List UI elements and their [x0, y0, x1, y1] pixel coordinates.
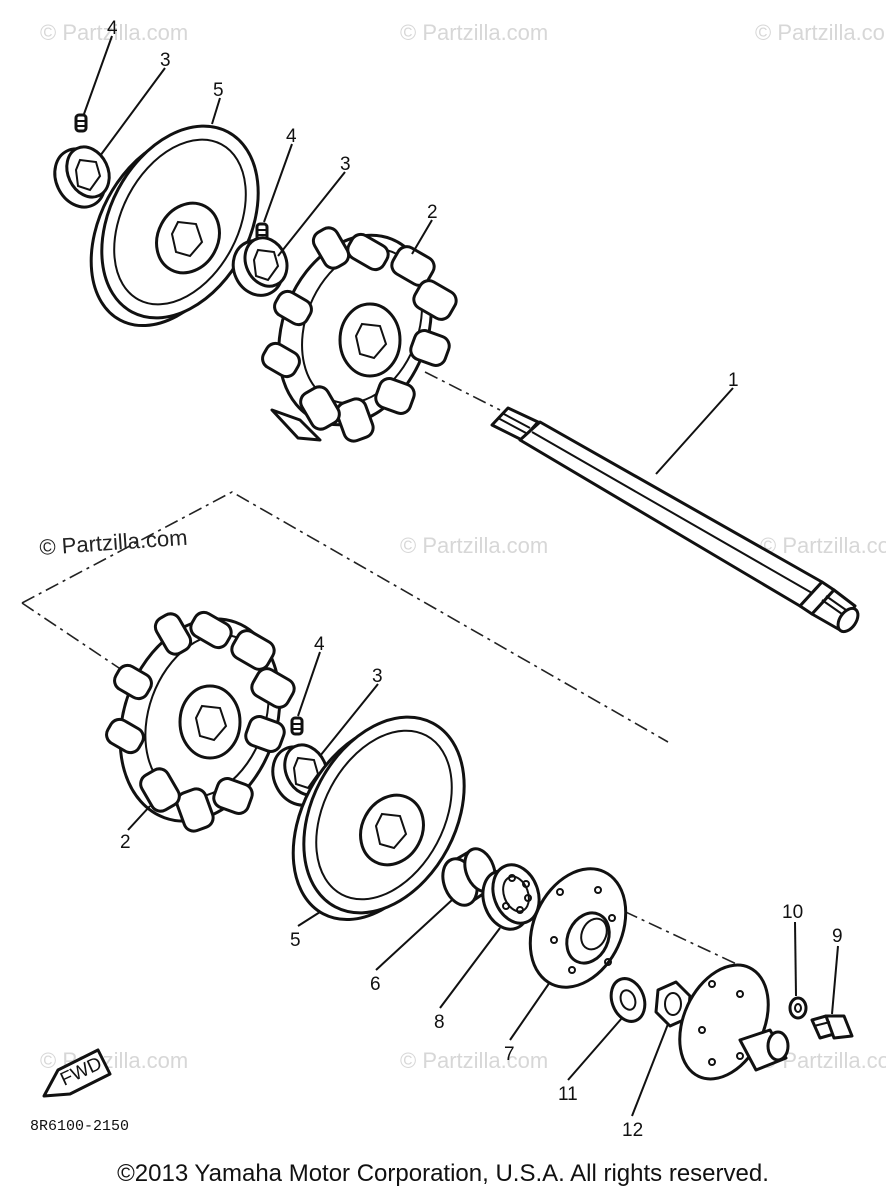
bolt — [810, 1014, 854, 1040]
watermark: © Partzilla.com — [400, 1048, 548, 1073]
diagram-code: 8R6100-2150 — [30, 1118, 129, 1135]
watermark-dark: © Partzilla.com — [39, 525, 189, 560]
watermark: © Partzilla.com — [760, 533, 886, 558]
callout-5: 5 — [290, 930, 301, 951]
leader-lines — [83, 35, 839, 1117]
callout-2: 2 — [120, 832, 131, 853]
collar-upper-left — [53, 145, 111, 209]
callout-10: 10 — [782, 902, 803, 923]
watermark: © Partzilla.com — [400, 533, 548, 558]
collar-upper-mid — [231, 236, 289, 297]
callout-labels: 4 3 5 4 3 2 1 4 3 2 5 6 8 7 11 12 10 9 — [107, 18, 843, 1141]
callout-2: 2 — [427, 202, 438, 223]
axle-hub — [678, 963, 790, 1081]
bearing — [481, 863, 541, 931]
watermark: © Partzilla.com — [40, 20, 188, 45]
dashed-axis-upper — [424, 371, 501, 411]
washer — [609, 977, 647, 1023]
copyright-notice: ©2013 Yamaha Motor Corporation, U.S.A. A… — [117, 1160, 769, 1187]
callout-12: 12 — [622, 1120, 643, 1141]
watermark-group: © Partzilla.com © Partzilla.com © Partzi… — [39, 20, 886, 1073]
callout-4: 4 — [107, 18, 118, 39]
lock-washer — [788, 996, 808, 1020]
idler-wheel-upper — [89, 124, 260, 328]
callout-3: 3 — [340, 154, 351, 175]
dashed-line-top — [21, 491, 669, 743]
callout-4: 4 — [286, 126, 297, 147]
drive-sprocket-lower — [105, 610, 296, 833]
watermark: © Partzilla.com — [400, 20, 548, 45]
callout-4: 4 — [314, 634, 325, 655]
set-screw-lower — [290, 716, 304, 736]
set-screw-upper-left — [74, 113, 88, 133]
callout-8: 8 — [434, 1012, 445, 1033]
callout-5: 5 — [213, 80, 224, 101]
drive-sprocket-upper — [261, 226, 458, 443]
bearing-housing — [528, 867, 628, 989]
callout-6: 6 — [370, 974, 381, 995]
callout-9: 9 — [832, 926, 843, 947]
callout-11: 11 — [558, 1084, 578, 1105]
dashed-line-left — [21, 602, 126, 673]
callout-3: 3 — [372, 666, 383, 687]
watermark: © Partzilla.com — [755, 20, 886, 45]
callout-7: 7 — [504, 1044, 515, 1065]
idler-wheel-lower — [291, 715, 466, 922]
drive-shaft — [490, 406, 860, 634]
callout-3: 3 — [160, 50, 171, 71]
callout-1: 1 — [728, 370, 739, 391]
